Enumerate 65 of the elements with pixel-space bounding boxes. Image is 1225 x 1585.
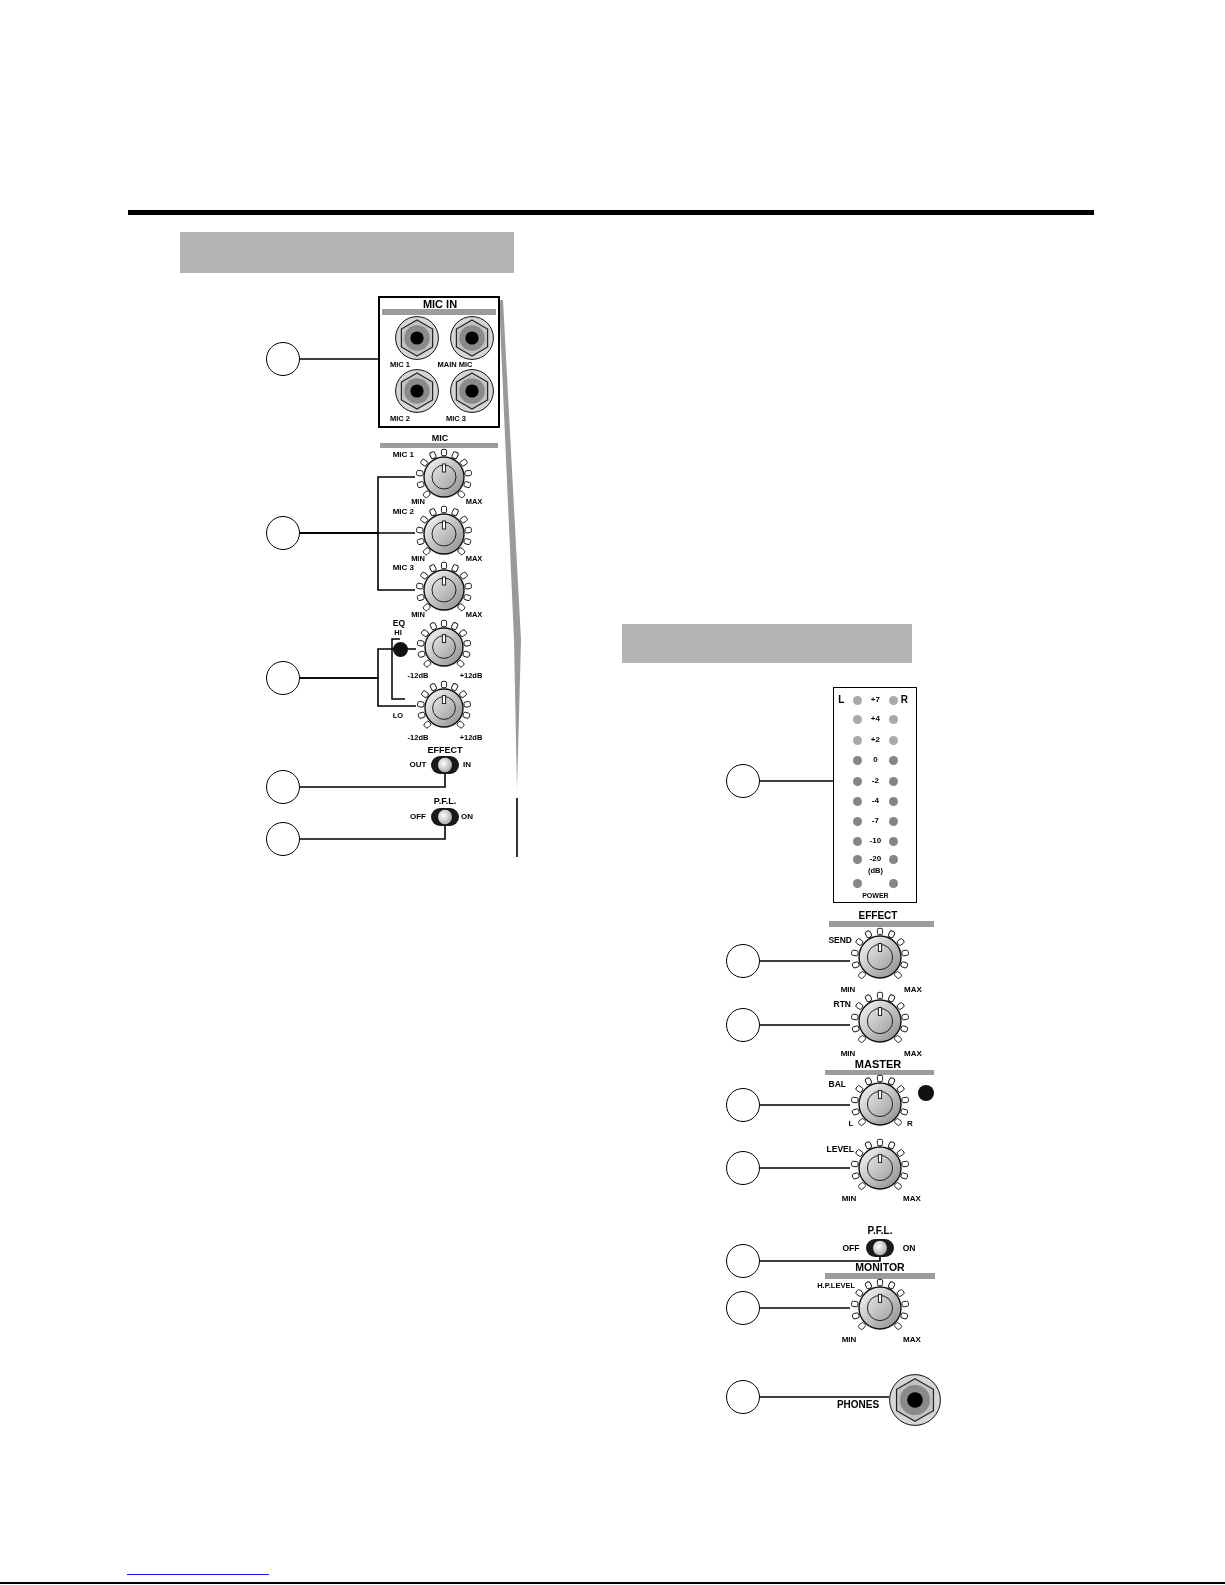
scale-label: MAX (904, 1050, 922, 1058)
section-heading: MONITOR (855, 1262, 905, 1273)
meter-scale-label: -10 (869, 837, 882, 846)
meter-scale-label: +7 (870, 696, 880, 705)
scale-label: MAX (903, 1195, 921, 1203)
headphone-jack (889, 1374, 941, 1426)
scale-label: MAX (903, 1336, 921, 1344)
meter-scale-label: 0 (873, 756, 878, 765)
switch-label: P.F.L. (867, 1226, 893, 1236)
leader-line (299, 358, 379, 360)
leader-line (299, 677, 417, 707)
position-label: OFF (842, 1243, 860, 1253)
level-meter-panel (833, 687, 917, 903)
switch-label: EFFECT (427, 745, 463, 755)
leader-line (299, 773, 446, 788)
scale-label: MAX (904, 986, 922, 994)
meter-scale-label: -2 (871, 777, 879, 786)
jack-panel (378, 296, 500, 428)
knob-label: BAL (828, 1079, 846, 1089)
scale-label: R (907, 1120, 913, 1128)
position-label: IN (463, 761, 471, 769)
leader-line (299, 532, 416, 591)
meter-scale-label: -7 (871, 817, 879, 826)
scale-label: L (848, 1120, 854, 1128)
scale-label: MIN (840, 986, 856, 994)
switch-label: P.F.L. (433, 796, 457, 806)
knob-label: LEVEL (826, 1144, 854, 1154)
meter-scale-label: -4 (871, 797, 879, 806)
meter-scale-label: +2 (870, 736, 880, 745)
position-label: OFF (410, 813, 426, 821)
heading-band (180, 232, 514, 273)
knob-label: MIC 1 (392, 451, 414, 459)
position-label: OUT (409, 761, 427, 769)
leader-line (759, 1256, 881, 1262)
scale-label: MIN (841, 1195, 857, 1203)
channel-label: L (838, 695, 845, 706)
jack-label: PHONES (836, 1400, 880, 1410)
heading-band (622, 624, 912, 663)
toggle-switch (431, 756, 459, 774)
section-heading: MIC (431, 433, 449, 443)
leader-line (759, 960, 851, 962)
panel-heading: MIC IN (422, 298, 458, 310)
channel-label: R (900, 695, 908, 706)
leader-line (759, 1307, 851, 1309)
knob-label: RTN (833, 999, 851, 1009)
scale-label: MIN (841, 1336, 857, 1344)
scale-label: MIN (840, 1050, 856, 1058)
knob-label: MIC 3 (392, 564, 414, 572)
section-heading: EFFECT (858, 911, 898, 921)
toggle-switch (431, 808, 459, 826)
leader-line (299, 825, 446, 840)
leader-line (759, 780, 834, 782)
leader-line (759, 1396, 890, 1398)
meter-scale-label: +4 (870, 715, 880, 724)
section-heading: MASTER (854, 1059, 902, 1070)
position-label: ON (461, 813, 473, 821)
knob-label: MIC 2 (392, 508, 414, 516)
leader-line (759, 1024, 851, 1026)
meter-scale-label: -20 (869, 855, 882, 864)
leader-line (759, 1104, 851, 1106)
toggle-switch (866, 1239, 894, 1257)
leader-line (759, 1167, 851, 1169)
position-label: ON (902, 1243, 916, 1253)
knob-label: SEND (828, 935, 852, 945)
group-label: EQ (392, 618, 406, 628)
